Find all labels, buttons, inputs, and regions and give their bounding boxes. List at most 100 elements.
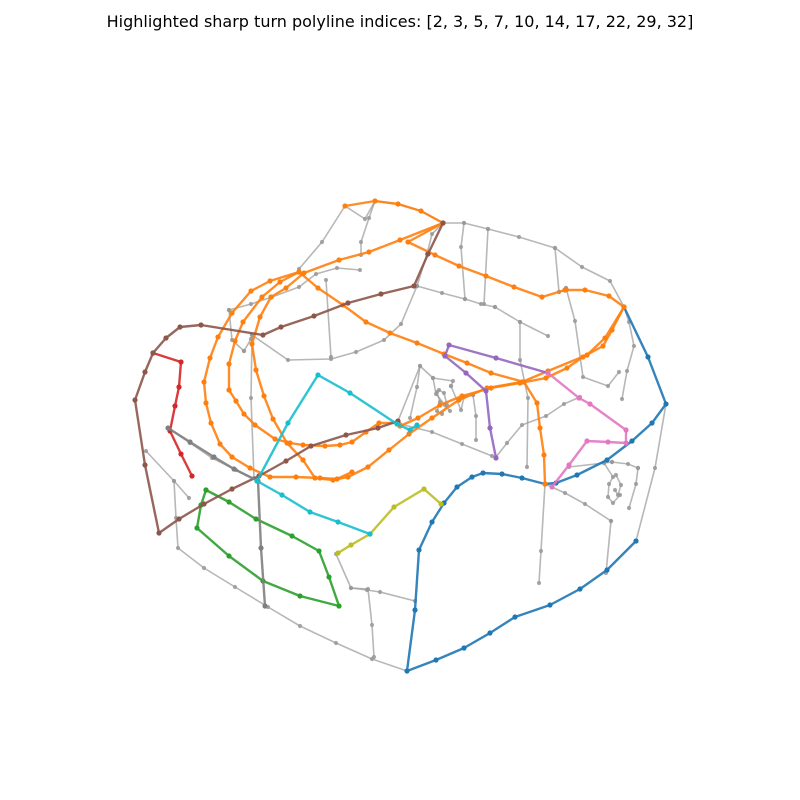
background-polyline-9-vertex-1 [481,301,487,307]
highlighted-polyline-4-vertex-5 [207,355,213,361]
background-polyline-23-vertex-1 [414,384,420,390]
highlighted-polyline-15-vertex-2 [307,509,313,515]
highlighted-polyline-3-vertex-18 [386,447,392,453]
background-polyline-37-vertex-1 [562,490,568,496]
background-polyline-29-vertex-2 [519,422,525,428]
highlighted-polyline-5-vertex-11 [287,440,293,446]
highlighted-polyline-1-vertex-11 [537,425,543,431]
highlighted-polyline-12-vertex-0 [165,425,171,431]
highlighted-polyline-3-vertex-4 [301,270,307,276]
highlighted-polyline-13-vertex-3 [391,504,397,510]
background-polyline-38-vertex-1 [652,465,658,471]
highlighted-polyline-3-vertex-9 [253,367,259,373]
highlighted-polyline-14-vertex-5 [407,427,413,433]
background-polyline-21-vertex-0 [171,478,177,484]
highlighted-polyline-0-vertex-6 [574,472,580,478]
highlighted-polyline-7-vertex-1 [178,451,184,457]
highlighted-polyline-0-vertex-16 [416,547,422,553]
background-polyline-41 [350,587,375,658]
background-polyline-2-vertex-4 [619,396,625,402]
highlighted-polyline-0-vertex-23 [547,602,553,608]
highlighted-polyline-0-vertex-3 [649,420,655,426]
highlighted-polyline-6-vertex-3 [289,533,295,539]
highlighted-polyline-4-vertex-7 [203,400,209,406]
highlighted-polyline-4-vertex-15 [334,476,340,482]
highlighted-polyline-6-vertex-1 [226,499,232,505]
highlighted-polyline-3-vertex-13 [300,457,306,463]
background-polyline-12 [565,287,620,387]
highlighted-polyline-0-vertex-2 [663,401,669,407]
highlighted-polyline-0-vertex-10 [499,471,505,477]
highlighted-polyline-7 [151,351,194,478]
highlighted-polyline-5-vertex-1 [277,279,283,285]
background-polyline-8-vertex-1 [458,244,464,250]
highlighted-polyline-4-vertex-13 [293,474,299,480]
highlighted-polyline-10-vertex-17 [201,501,207,507]
background-polyline-21-vertex-2 [175,545,181,551]
highlighted-polyline-0-vertex-21 [487,630,493,636]
background-polyline-34-vertex-2 [626,505,632,511]
highlighted-polyline-5-vertex-9 [252,422,258,428]
highlighted-polyline-10-vertex-22 [343,432,349,438]
highlighted-polyline-2-vertex-13 [606,293,612,299]
highlighted-polyline-0-vertex-4 [629,438,635,444]
background-polyline-37-vertex-2 [582,501,588,507]
highlighted-polyline-2-vertex-9 [511,284,517,290]
highlighted-polyline-5-vertex-7 [233,398,239,404]
background-polyline-22-vertex-3 [450,378,456,384]
highlighted-polyline-11-vertex-0 [545,370,551,376]
highlighted-polyline-14-vertex-3 [347,390,353,396]
highlighted-polyline-0-vertex-9 [519,475,525,481]
highlighted-polyline-11-vertex-4 [623,440,629,446]
highlighted-polyline-9-vertex-1 [463,370,469,376]
highlighted-polyline-8-vertex-1 [446,342,452,348]
highlighted-polyline-10-vertex-18 [229,486,235,492]
highlighted-polyline-0-vertex-20 [461,645,467,651]
background-polyline-21-vertex-4 [232,584,238,590]
background-polyline-1 [442,222,625,308]
highlighted-polyline-5-vertex-6 [226,387,232,393]
background-polyline-7-vertex-2 [545,333,551,339]
highlighted-polyline-9-vertex-0 [442,353,448,359]
background-polyline-21-vertex-6 [297,623,303,629]
highlighted-polyline-2-vertex-2 [395,201,401,207]
background-polyline-12-vertex-3 [605,383,611,389]
highlighted-polyline-7-vertex-0 [189,473,195,479]
background-polyline-21-vertex-7 [333,640,339,646]
highlighted-polyline-15-vertex-1 [279,492,285,498]
highlighted-polyline-4 [202,270,354,481]
background-polyline-28-vertex-1 [429,429,435,435]
highlighted-polyline-3-vertex-10 [261,393,267,399]
background-polyline-40-vertex-3 [377,589,383,595]
highlighted-polyline-3-vertex-1 [397,237,403,243]
highlighted-polyline-1-vertex-7 [464,360,470,366]
highlighted-polyline-3-vertex-11 [270,416,276,422]
background-polyline-4-vertex-2 [358,239,364,245]
highlighted-polyline-0-vertex-1 [645,354,651,360]
background-polyline-14-vertex-3 [353,349,359,355]
highlighted-polyline-10-vertex-12 [142,369,148,375]
highlighted-polyline-2-vertex-3 [418,208,424,214]
highlighted-polyline-5-vertex-15 [349,439,355,445]
highlighted-polyline-6-vertex-2 [253,516,259,522]
highlighted-polyline-6-vertex-4 [316,548,322,554]
highlighted-polylines-layer [132,198,669,674]
background-polyline-31-vertex-1 [538,548,544,554]
highlighted-polyline-9-vertex-3 [487,425,493,431]
highlighted-polyline-5-vertex-2 [259,294,265,300]
background-polylines-layer [143,198,669,674]
highlighted-polyline-11-vertex-5 [605,439,611,445]
background-polyline-10-vertex-0 [552,245,558,251]
highlighted-polyline-3-vertex-26 [602,335,608,341]
highlighted-polyline-13-vertex-1 [348,542,354,548]
background-polyline-18-vertex-1 [248,395,254,401]
highlighted-polyline-10-vertex-1 [425,251,431,257]
highlighted-polyline-12-vertex-1 [187,439,193,445]
background-polyline-30-vertex-2 [525,395,531,401]
background-polyline-33-vertex-0 [609,459,615,465]
background-polyline-41-vertex-3 [371,654,377,660]
background-polyline-14-vertex-1 [285,357,291,363]
highlighted-polyline-11-vertex-7 [566,462,572,468]
background-polyline-12-vertex-1 [572,318,578,324]
